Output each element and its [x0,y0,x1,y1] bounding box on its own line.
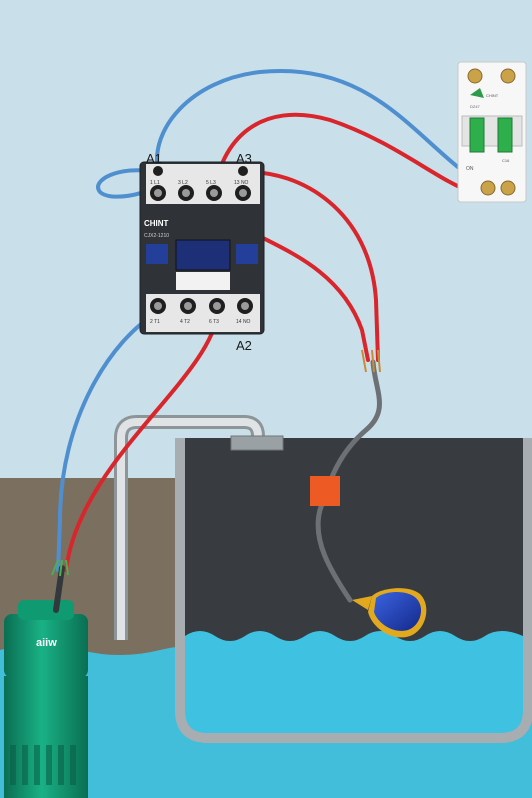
breaker-mark: ON [466,166,474,172]
contactor-window-right [236,244,258,264]
pump-head [4,614,88,678]
top-terminal-screws [150,166,251,201]
bottom-terminal-4-label: 14 NO [236,319,251,325]
submersible-pump: aiiw [4,600,88,798]
top-terminal-2-label: 3 L2 [178,180,188,186]
breaker-model: DZ47 [470,104,481,109]
breaker-rating: C16 [502,158,510,163]
pump-top [18,600,74,620]
bottom-terminal-screws [150,298,253,314]
circuit-breaker: CHINT DZ47 ON C16 [457,61,527,203]
float-tip [352,596,372,610]
tank-water [185,631,523,733]
contactor: 1 L1 3 L2 5 L3 13 NO CHINT CJX2-1210 2 T… [139,161,265,335]
contactor-window-center [175,239,231,271]
pipe-outlet [230,435,284,451]
breaker-terminal-l [500,180,516,196]
pump-live-wire [64,310,220,572]
contactor-window-left [146,244,168,264]
coil-a2-label: A2 [236,338,252,353]
control-wire-a3 [242,169,380,362]
water-pipe [114,415,284,640]
breaker-brand: CHINT [486,93,499,98]
bottom-terminal-1-label: 2 T1 [150,319,160,325]
pump-wire-ends [51,559,69,577]
wire-strip-ends [361,349,381,373]
breaker-terminal-n [480,180,496,196]
top-terminal-1-label: 1 L1 [150,180,160,186]
pump-neutral-wire [56,310,160,572]
bottom-terminal-2-label: 4 T2 [180,319,190,325]
neutral-wire-breaker-to-a1 [155,68,490,190]
float-body [374,591,422,631]
coil-a1-label: A1 [146,151,162,166]
top-terminal-3-label: 5 L3 [206,180,216,186]
storage-tank [175,438,532,743]
float-switch [310,476,427,638]
breaker-logo-icon [470,88,484,98]
aux-a3-label: A3 [236,151,252,166]
float-cable [315,359,382,603]
pump-grille [10,745,76,785]
bottom-terminal-3-label: 6 T3 [209,319,219,325]
float-clamp [310,476,340,506]
breaker-toggle-1 [469,117,485,153]
pump-brand: aiiw [36,637,57,649]
top-terminal-4-label: 13 NO [234,180,249,186]
contactor-tab [176,272,230,290]
contactor-brand: CHINT [144,219,169,228]
contactor-model: CJX2-1210 [144,233,169,239]
breaker-toggle-2 [497,117,513,153]
